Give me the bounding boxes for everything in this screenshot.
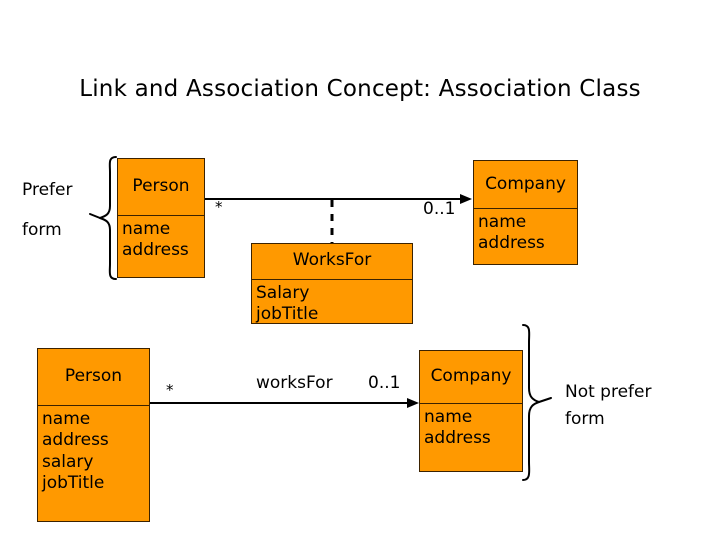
attribute-item: address bbox=[424, 428, 491, 449]
not-prefer-form-brace-icon bbox=[522, 324, 552, 481]
class-box-company-preferred[interactable]: Company name address bbox=[473, 160, 578, 265]
prefer-form-label-line2: form bbox=[22, 220, 62, 240]
multiplicity-target-bottom: 0..1 bbox=[368, 373, 401, 393]
class-attributes-company-preferred: name address bbox=[474, 209, 577, 264]
class-name-company-not-preferred: Company bbox=[420, 351, 522, 404]
association-label-worksfor: worksFor bbox=[256, 373, 333, 393]
arrowhead-bottom bbox=[407, 398, 419, 408]
attribute-item: name bbox=[42, 409, 91, 429]
multiplicity-source-top: * bbox=[215, 198, 223, 216]
attribute-item: salary bbox=[42, 451, 94, 472]
page-title: Link and Association Concept: Associatio… bbox=[79, 76, 641, 102]
class-name-person-not-preferred: Person bbox=[38, 349, 149, 406]
attribute-item: address bbox=[122, 240, 189, 261]
attribute-item: Salary bbox=[256, 282, 310, 303]
arrowhead-top bbox=[460, 194, 472, 204]
class-name-company-preferred: Company bbox=[474, 161, 577, 209]
class-box-company-not-preferred[interactable]: Company name address bbox=[419, 350, 523, 472]
multiplicity-source-bottom: * bbox=[166, 381, 174, 399]
attribute-item: name bbox=[478, 212, 527, 232]
attribute-item: name bbox=[122, 219, 171, 239]
attribute-item: jobTitle bbox=[256, 304, 319, 323]
prefer-form-label-line1: Prefer bbox=[22, 180, 73, 200]
class-attributes-person-not-preferred: name address salary jobTitle bbox=[38, 406, 149, 521]
attribute-item: jobTitle bbox=[42, 473, 105, 494]
class-attributes-worksfor: Salary jobTitle bbox=[252, 280, 412, 323]
class-name-worksfor: WorksFor bbox=[252, 244, 412, 280]
class-name-person-preferred: Person bbox=[118, 159, 204, 216]
attribute-item: address bbox=[42, 430, 109, 451]
class-box-person-preferred[interactable]: Person name address bbox=[117, 158, 205, 278]
multiplicity-target-top: 0..1 bbox=[423, 199, 456, 219]
attribute-item: address bbox=[478, 233, 545, 254]
association-class-box-worksfor[interactable]: WorksFor Salary jobTitle bbox=[251, 243, 413, 324]
not-prefer-form-label-line1: Not prefer bbox=[565, 382, 652, 402]
prefer-form-brace-icon bbox=[89, 156, 117, 280]
class-box-person-not-preferred[interactable]: Person name address salary jobTitle bbox=[37, 348, 150, 522]
class-attributes-company-not-preferred: name address bbox=[420, 404, 522, 471]
class-attributes-person-preferred: name address bbox=[118, 216, 204, 277]
not-prefer-form-label-line2: form bbox=[565, 409, 605, 429]
attribute-item: name bbox=[424, 407, 473, 427]
